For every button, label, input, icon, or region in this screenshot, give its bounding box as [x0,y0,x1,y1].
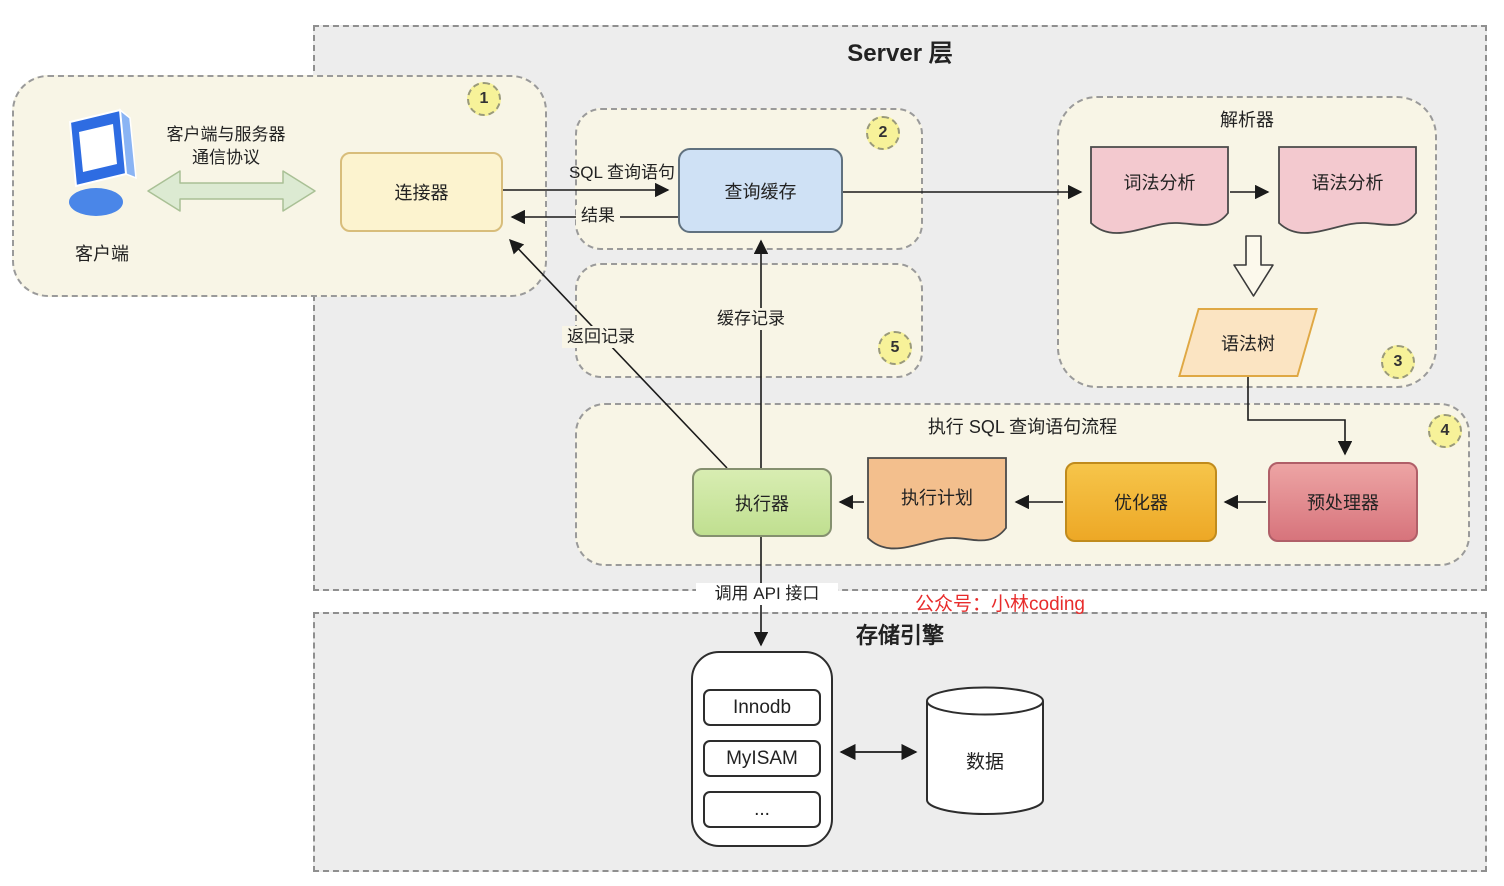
step-badge-5: 5 [878,331,912,365]
cache-record-label: 缓存记录 [712,308,790,330]
client-computer-icon [60,106,140,226]
query-cache-node: 查询缓存 [678,148,843,233]
step-badge-2: 2 [866,116,900,150]
protocol-label-line2: 通信协议 [192,148,260,167]
sql-query-edge-label: SQL 查询语句 [568,163,676,182]
server-layer-title: Server 层 [847,40,953,67]
engine-other: ... [703,791,821,828]
syntactic-analysis-label: 语法分析 [1311,173,1384,193]
storage-layer-title: 存储引擎 [855,623,944,648]
result-edge-label: 结果 [576,205,620,227]
lexical-analysis-label: 词法分析 [1123,173,1196,193]
execution-plan-label: 执行计划 [901,488,973,508]
optimizer-node: 优化器 [1065,462,1217,542]
syntax-tree-label: 语法树 [1221,333,1275,354]
engine-innodb: Innodb [703,689,821,726]
protocol-label-line1: 客户端与服务器 [166,125,286,144]
return-record-label: 返回记录 [562,326,640,348]
syntax-tree-node: 语法树 [1178,308,1318,377]
parser-group-title: 解析器 [1220,110,1274,130]
data-label: 数据 [965,752,1004,773]
client-label: 客户端 [75,244,129,264]
storage-engines-container: Innodb MyISAM ... [691,651,833,847]
call-api-label: 调用 API 接口 [696,583,838,605]
engine-myisam: MyISAM [703,740,821,777]
connector-node: 连接器 [340,152,503,232]
lexical-analysis-doc: 词法分析 [1089,145,1230,245]
executor-node: 执行器 [692,468,832,537]
step-badge-3: 3 [1381,345,1415,379]
storage-layer-box [313,612,1487,872]
step-badge-1: 1 [467,82,501,116]
watermark-text: 公众号：小林coding [915,594,1085,615]
data-cylinder: 数据 [924,685,1046,823]
step-badge-4: 4 [1428,414,1462,448]
execute-flow-title: 执行 SQL 查询语句流程 [927,417,1118,437]
preprocessor-node: 预处理器 [1268,462,1418,542]
execution-plan-doc: 执行计划 [866,456,1008,561]
syntactic-analysis-doc: 语法分析 [1277,145,1418,245]
